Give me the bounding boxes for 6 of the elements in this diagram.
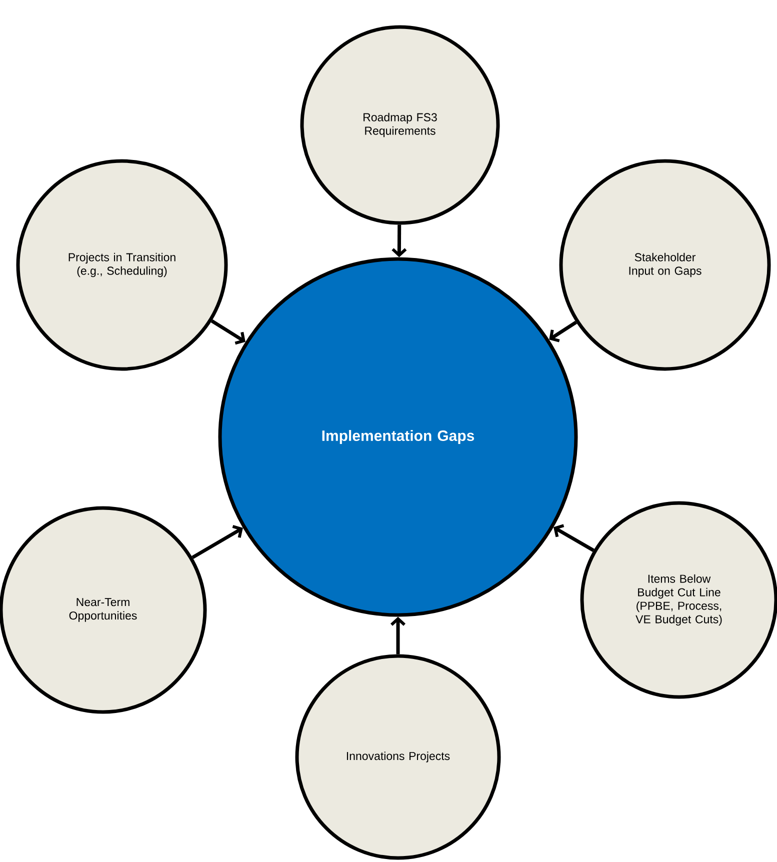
- arrow: [553, 524, 594, 552]
- arrow: [210, 319, 246, 345]
- arrow: [549, 320, 578, 342]
- arrow: [392, 224, 407, 258]
- arrow: [192, 524, 243, 560]
- arrow: [390, 616, 406, 654]
